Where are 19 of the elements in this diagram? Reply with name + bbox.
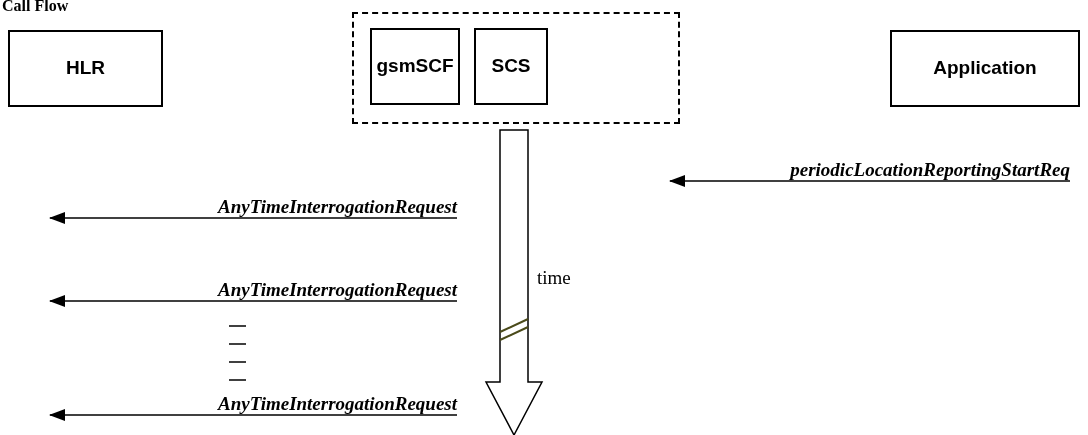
message-label: AnyTimeInterrogationRequest	[80, 393, 457, 415]
message-arrow	[669, 175, 1071, 187]
dashed-group-box	[352, 12, 680, 124]
diagram-title: Call Flow	[2, 0, 69, 14]
entity-name: SCS	[491, 54, 531, 79]
message-label: AnyTimeInterrogationRequest	[80, 196, 457, 218]
message-arrow	[49, 212, 458, 224]
message-arrow	[49, 295, 458, 307]
message-arrow	[49, 409, 458, 421]
entity-name: gsmSCF	[376, 54, 454, 79]
entity-box	[8, 30, 163, 107]
entity-name: HLR	[65, 56, 106, 81]
message-label: periodicLocationReportingStartReq	[660, 159, 1070, 181]
entity-box	[474, 28, 548, 105]
axis-label: time	[537, 268, 571, 287]
message-label: AnyTimeInterrogationRequest	[80, 279, 457, 301]
entity-name: Application	[933, 56, 1037, 81]
entity-box	[890, 30, 1080, 107]
entity-box	[370, 28, 460, 105]
